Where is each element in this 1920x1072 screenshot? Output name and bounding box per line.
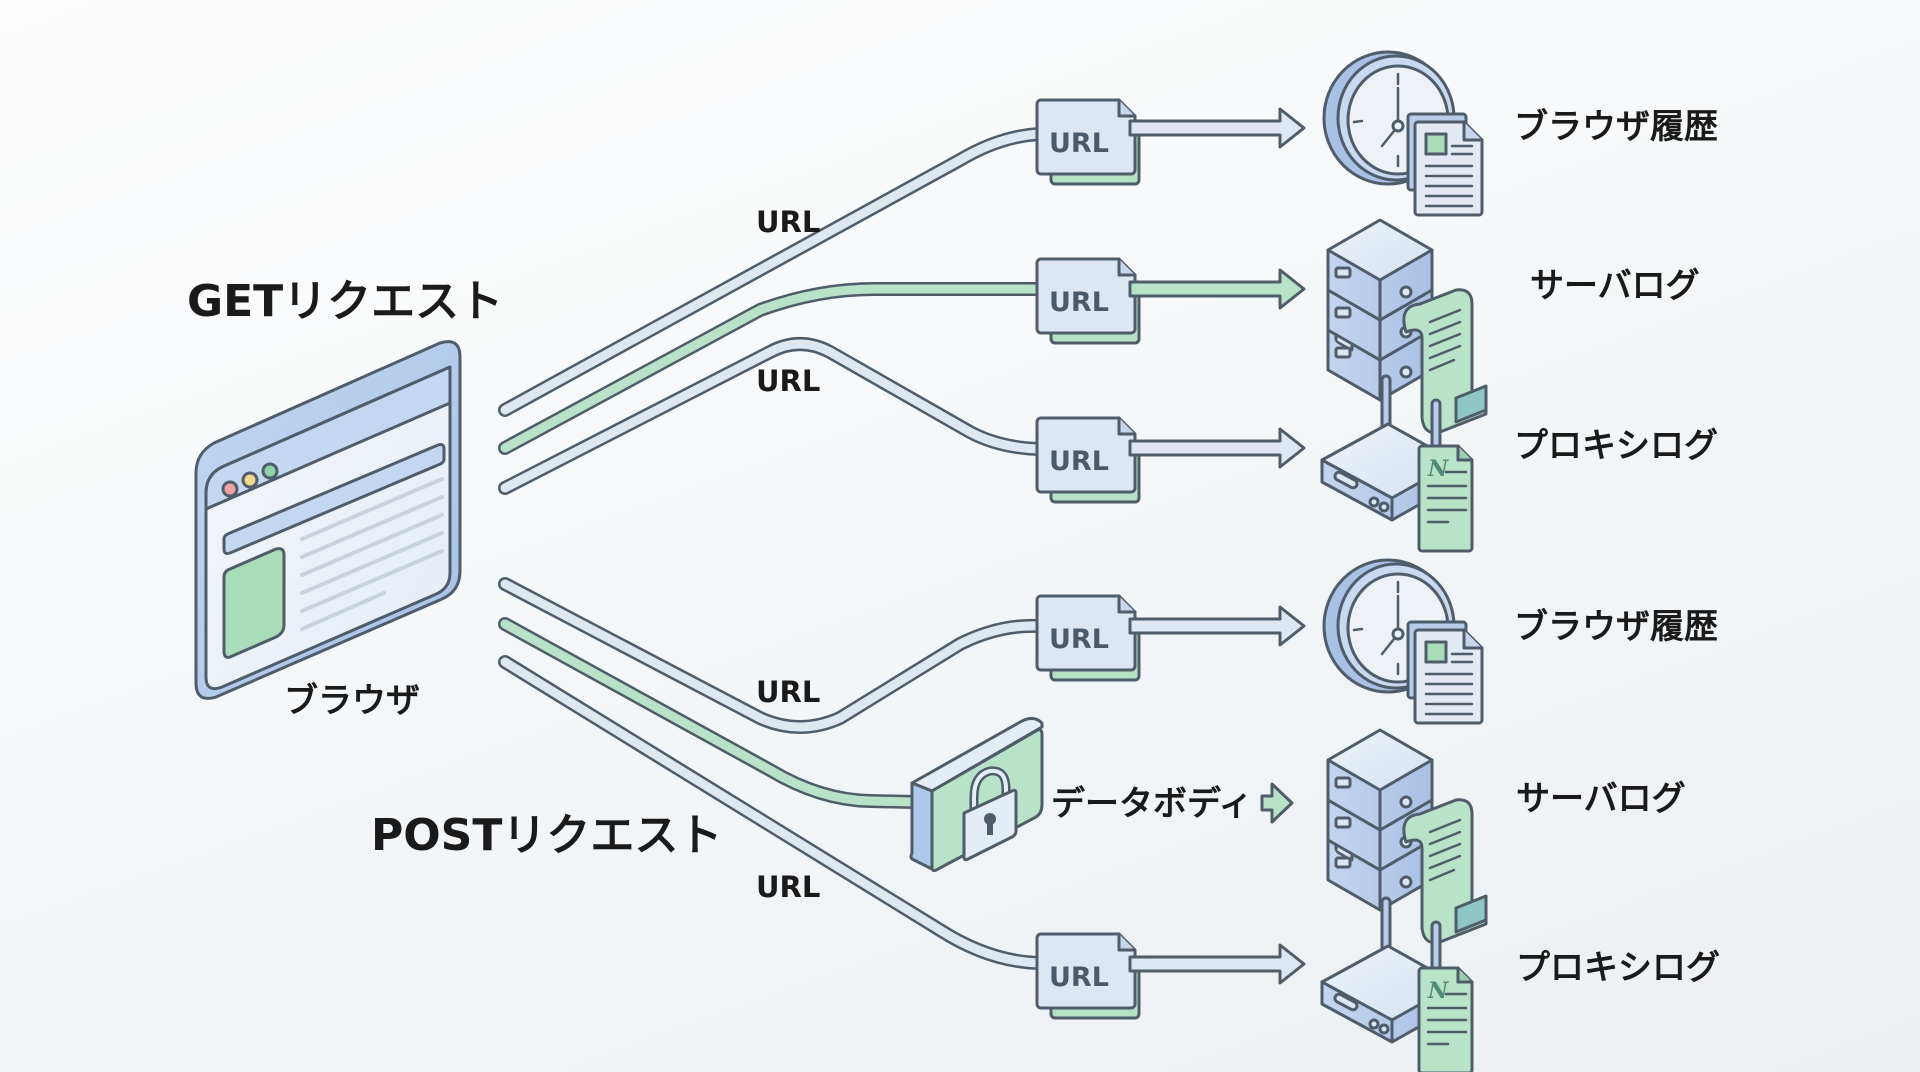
arrow-get-browser-history [1128,107,1306,149]
arrow-get-proxy-log [1128,427,1306,469]
post-path-label-upper: URL [756,675,820,709]
data-body-label: データボディ [1051,784,1253,824]
svg-text:URL: URL [1049,446,1109,477]
server-log-icon [1326,218,1488,435]
dest-label-get-server-log: サーバログ [1530,266,1700,306]
get-request-title: GETリクエスト [187,276,503,327]
url-tag-get-browser-history: URL [1035,98,1141,186]
dest-label-get-proxy-log: プロキシログ [1514,426,1718,466]
clock-history-icon [1322,558,1484,725]
url-tag-post-proxy-log: URL [1035,932,1141,1020]
dest-label-post-browser-history: ブラウザ履歴 [1514,607,1718,647]
url-tag-get-server-log: URL [1035,257,1141,345]
dest-label-get-browser-history: ブラウザ履歴 [1514,107,1718,147]
close-dot [221,480,239,498]
arrow-get-server-log [1128,268,1306,310]
lock-icon [909,716,1044,873]
browser-label: ブラウザ [284,681,420,721]
get-pipes [498,127,1047,495]
server-log-icon [1326,728,1488,945]
svg-text:URL: URL [1049,624,1109,655]
url-tag-post-browser-history: URL [1035,594,1141,682]
post-request-title: POSTリクエスト [371,810,722,861]
post-path-label-lower: URL [756,870,820,904]
arrow-post-browser-history [1128,605,1306,647]
minimize-dot [241,471,259,489]
url-tag-get-proxy-log: URL [1035,416,1141,504]
clock-history-icon [1322,50,1484,217]
post-pipes [498,577,1047,970]
svg-text:URL: URL [1049,962,1109,993]
browser-window-icon [194,340,462,700]
maximize-dot [261,462,279,480]
dest-label-post-server-log: サーバログ [1516,779,1686,819]
arrow-post-proxy-log [1128,943,1306,985]
get-path-label-lower: URL [756,364,820,398]
svg-text:URL: URL [1049,287,1109,318]
svg-text:URL: URL [1049,128,1109,159]
arrow-post-data-body [1260,782,1294,824]
get-path-label-upper: URL [756,205,820,239]
dest-label-post-proxy-log: プロキシログ [1516,948,1720,988]
